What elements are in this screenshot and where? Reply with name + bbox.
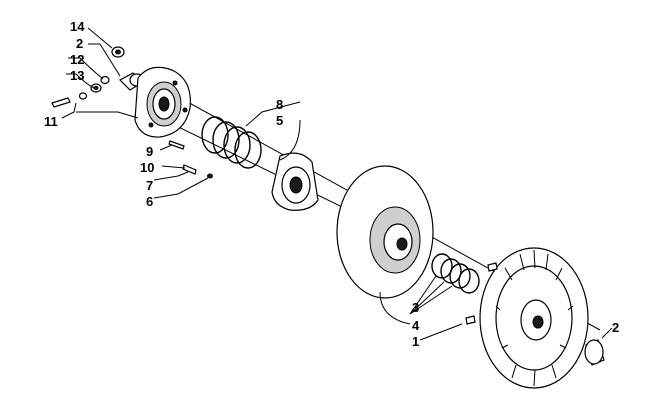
callout-4: 4 (412, 318, 420, 333)
callout-11: 11 (44, 114, 58, 129)
leader-lines (61, 27, 613, 341)
cam-helix (271, 152, 319, 211)
movable-sheave (336, 165, 434, 299)
callout-10: 10 (140, 160, 154, 175)
callout-2-top: 2 (76, 36, 83, 51)
spring-upper (201, 116, 262, 169)
callout-13: 13 (70, 68, 84, 83)
fixed-sheave (479, 247, 589, 389)
spring-lower (431, 253, 480, 294)
callout-5: 5 (276, 113, 283, 128)
part-9-pin (168, 140, 185, 150)
callout-labels: 14 2 12 13 11 8 5 9 10 7 6 3 4 1 2 (44, 19, 619, 349)
callout-8: 8 (276, 97, 283, 112)
part-12-washer (100, 75, 110, 85)
callout-7: 7 (146, 178, 153, 193)
callout-9: 9 (146, 144, 153, 159)
part-1-stud (465, 262, 498, 325)
spider-plate (134, 66, 191, 138)
callout-14: 14 (70, 19, 85, 34)
callout-6: 6 (146, 194, 153, 209)
part-14-nut (111, 46, 125, 58)
part-2-right-bushing (584, 339, 605, 366)
callout-2-right: 2 (612, 320, 619, 335)
callout-12: 12 (70, 52, 84, 67)
part-13b-washer (78, 92, 88, 100)
part-7-bolt (182, 164, 213, 179)
part-11-pin (51, 97, 71, 108)
callout-3: 3 (412, 300, 419, 315)
part-13-washer (90, 83, 102, 93)
callout-1: 1 (412, 334, 419, 349)
